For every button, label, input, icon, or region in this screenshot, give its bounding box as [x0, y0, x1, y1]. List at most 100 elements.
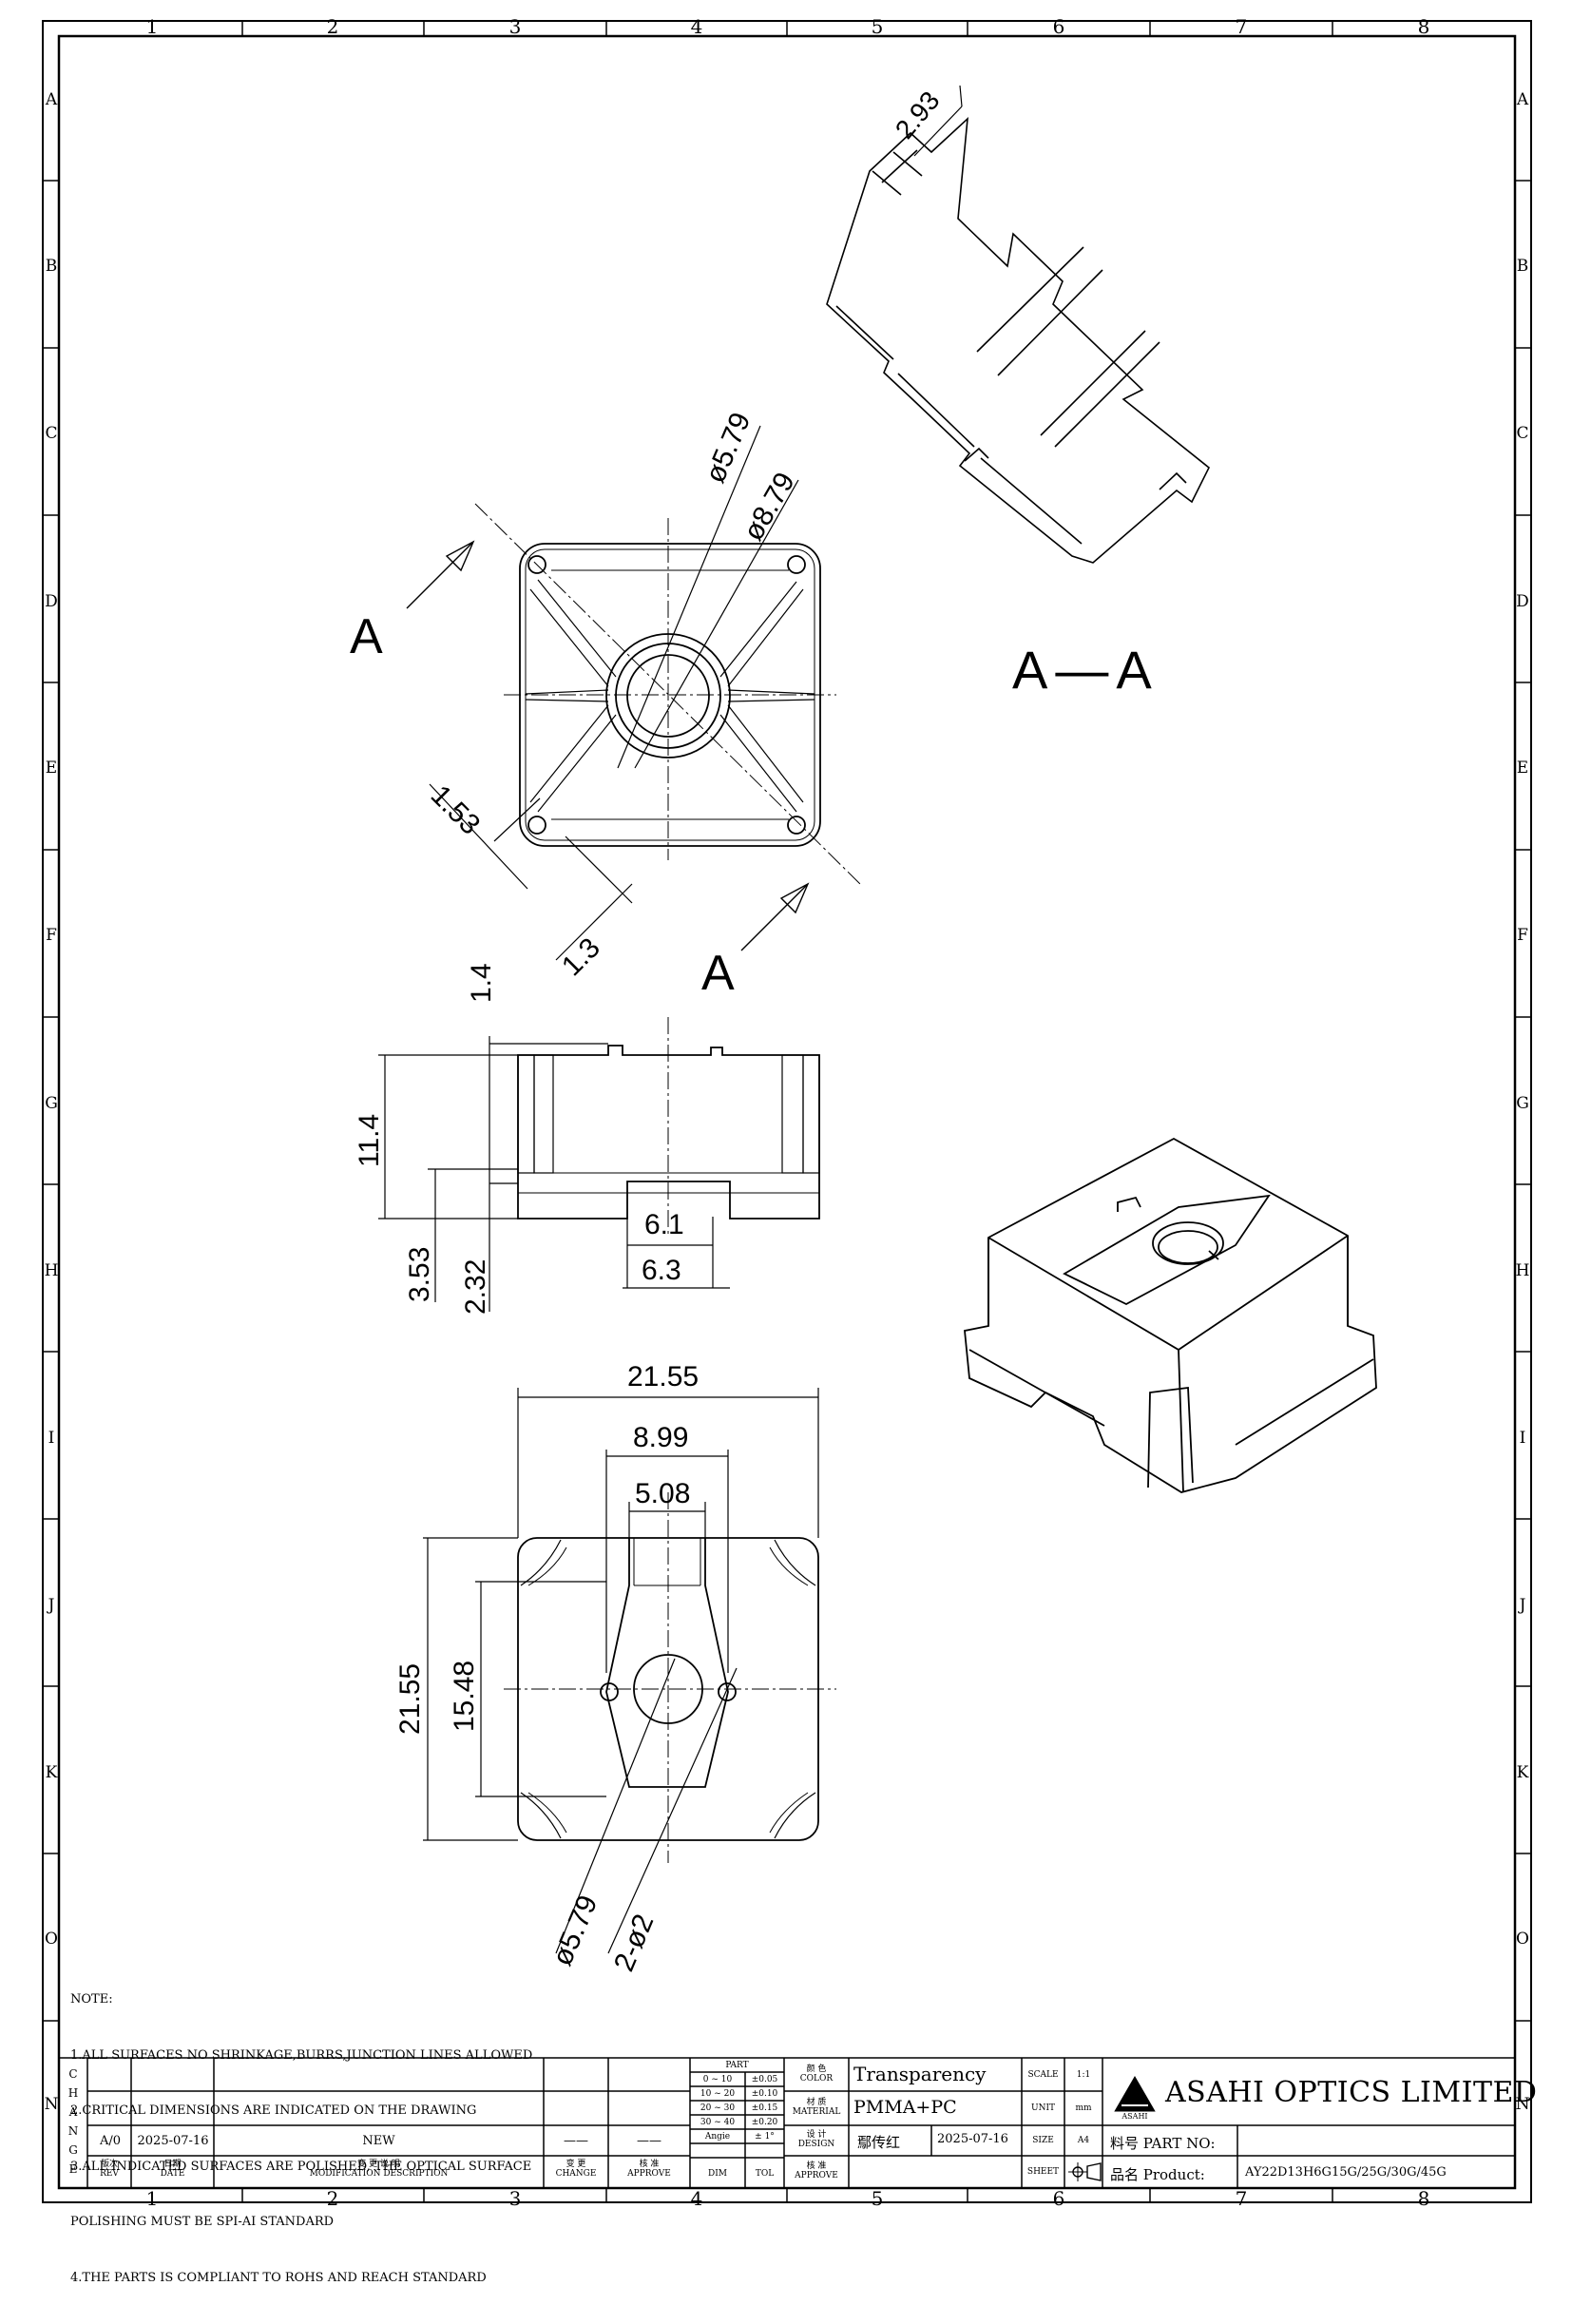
desc-header: 变 更 说 明 MODIFICATION DESCRIPTION — [309, 2160, 449, 2179]
dim-text-61: 6.1 — [644, 1209, 684, 1240]
note-line: 1.ALL SURFACES NO SHRINKAGE,BURRS,JUNCTI… — [70, 2047, 533, 2063]
tol-range: 20 ~ 30 — [700, 2103, 736, 2113]
rev-value: A/0 — [99, 2134, 122, 2148]
row-label-left: H — [45, 1261, 59, 1280]
row-label-right: A — [1516, 90, 1529, 109]
color-header: 颜 色 COLOR — [799, 2065, 834, 2084]
logo-text: ASAHI — [1121, 2112, 1148, 2121]
row-label-right: J — [1518, 1596, 1526, 1615]
col-label-top: 2 — [327, 15, 339, 38]
top-view-centerlines — [474, 503, 861, 885]
approve-value: —— — [637, 2134, 661, 2148]
tol-value: ±0.10 — [751, 2089, 778, 2099]
row-label-right: D — [1516, 592, 1529, 611]
section-view-label: A—A — [1012, 640, 1160, 700]
size-value: A4 — [1077, 2136, 1090, 2145]
dim-293 — [913, 85, 963, 157]
change-header: 变 更 CHANGE — [555, 2160, 597, 2179]
col-label-bottom: 5 — [872, 2187, 884, 2210]
tol-range: Angie — [704, 2132, 731, 2142]
row-label-left: N — [45, 2095, 59, 2114]
dim-text-h2155: 21.55 — [394, 1662, 426, 1735]
row-label-left: G — [45, 1094, 58, 1113]
row-label-right: I — [1520, 1429, 1526, 1448]
part-header: PART — [725, 2061, 749, 2070]
dim-text-153: 1.53 — [424, 779, 487, 841]
col-label-bottom: 1 — [146, 2187, 159, 2210]
row-label-left: F — [46, 926, 57, 945]
row-label-right: G — [1516, 1094, 1529, 1113]
dim-text-w899: 8.99 — [633, 1422, 689, 1453]
row-label-left: J — [47, 1596, 55, 1615]
dim-text-114: 11.4 — [354, 1113, 385, 1167]
change-value: —— — [564, 2134, 588, 2148]
product-value: AY22D13H6G15G/25G/30G/45G — [1245, 2165, 1447, 2180]
section-cut-label-bottom: A — [701, 946, 735, 1001]
dim-text-d-outer: ø8.79 — [738, 467, 801, 547]
dim-text-353: 3.53 — [404, 1246, 435, 1302]
tol-value: ±0.05 — [751, 2075, 778, 2084]
part-no-header: 料号 PART NO: — [1110, 2135, 1216, 2152]
designer-name: 鄢传红 — [857, 2134, 901, 2151]
row-label-left: C — [45, 424, 57, 443]
dim-text-63: 6.3 — [642, 1255, 681, 1286]
approve2-header: 核 准 APPROVE — [795, 2161, 838, 2180]
dim-text-14: 1.4 — [466, 963, 497, 1003]
dim-header: DIM — [708, 2169, 727, 2179]
row-label-left: E — [46, 759, 57, 778]
col-label-bottom: 4 — [691, 2187, 703, 2210]
row-label-left: A — [45, 90, 58, 109]
section-cut-label-top: A — [350, 609, 383, 664]
desc-value: NEW — [362, 2134, 395, 2148]
grid-labels: 1 2 3 4 5 6 7 8 1 2 3 4 5 6 7 8 A B C D … — [45, 15, 1530, 2210]
side-dims — [378, 1036, 730, 1312]
rev-header: 版次 REV — [100, 2160, 119, 2179]
col-label-bottom: 2 — [327, 2187, 339, 2210]
tol-value: ±0.20 — [751, 2118, 778, 2127]
row-label-left: I — [48, 1429, 55, 1448]
unit-header: UNIT — [1030, 2103, 1056, 2113]
dim-text-w2155: 21.55 — [627, 1361, 700, 1392]
scale-header: SCALE — [1027, 2070, 1059, 2080]
projection-symbol-icon — [1068, 2162, 1102, 2181]
col-label-top: 6 — [1053, 15, 1065, 38]
material-value: PMMA+PC — [853, 2097, 957, 2118]
company-name: ASAHI OPTICS LIMITED — [1165, 2076, 1538, 2109]
bottom-dims — [423, 1388, 819, 1954]
tol-header: TOL — [755, 2169, 775, 2179]
row-label-left: K — [46, 1763, 58, 1782]
tol-value: ±0.15 — [751, 2103, 778, 2113]
row-label-right: K — [1517, 1763, 1529, 1782]
bottom-view-centerlines — [504, 1492, 836, 1863]
row-label-left: B — [46, 257, 58, 276]
dim-text-232: 2.32 — [460, 1258, 491, 1315]
section-view-aa — [826, 116, 1211, 564]
col-label-top: 1 — [146, 15, 159, 38]
dim-text-d-inner: ø5.79 — [700, 408, 757, 488]
design-date: 2025-07-16 — [937, 2132, 1008, 2146]
color-value: Transparency — [853, 2063, 987, 2085]
dim-text-w508: 5.08 — [635, 1478, 691, 1509]
approve-header: 核 准 APPROVE — [627, 2160, 671, 2179]
col-label-bottom: 7 — [1236, 2187, 1248, 2210]
asahi-logo — [1114, 2076, 1156, 2113]
size-header: SIZE — [1032, 2136, 1054, 2145]
note-line: NOTE: — [70, 1992, 113, 2007]
row-label-left: O — [45, 1930, 58, 1949]
note-line: 4.THE PARTS IS COMPLIANT TO ROHS AND REA… — [70, 2270, 487, 2285]
dim-text-h1548: 15.48 — [449, 1660, 480, 1732]
col-label-bottom: 6 — [1053, 2187, 1065, 2210]
corner-dims — [429, 783, 633, 961]
side-view — [517, 1045, 820, 1220]
row-label-right: N — [1516, 2095, 1530, 2114]
tol-range: 10 ~ 20 — [700, 2089, 736, 2099]
row-label-right: E — [1517, 759, 1528, 778]
dim-text-d579: ø5.79 — [546, 1891, 604, 1970]
change-column-label: C H A N G E — [67, 2067, 79, 2176]
unit-value: mm — [1075, 2103, 1092, 2113]
drawing-sheet: 1 2 3 4 5 6 7 8 1 2 3 4 5 6 7 8 A B C D … — [42, 15, 1532, 2210]
product-header: 品名 Product: — [1110, 2166, 1205, 2183]
date-value: 2025-07-16 — [137, 2134, 209, 2148]
diameter-leaders — [617, 425, 799, 769]
row-label-left: D — [45, 592, 58, 611]
